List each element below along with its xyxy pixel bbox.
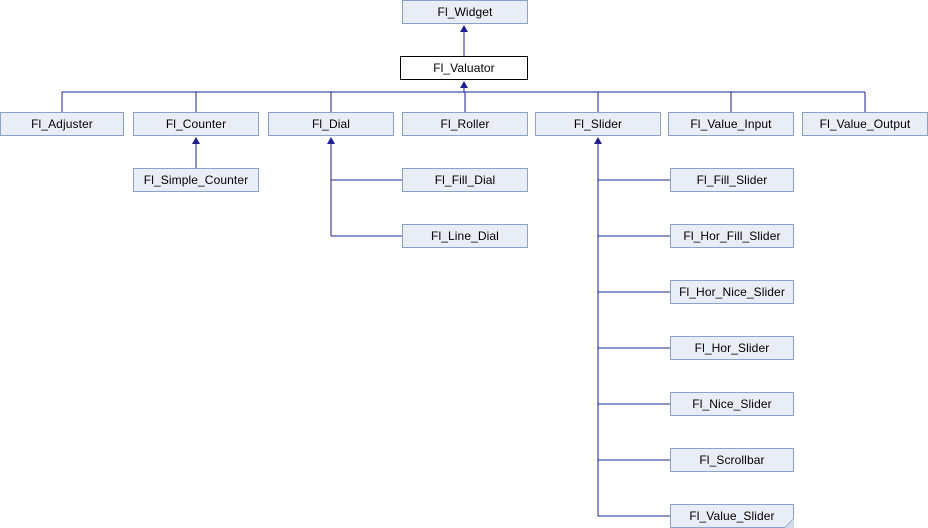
class-node-fl-hor-fill-slider[interactable]: Fl_Hor_Fill_Slider	[670, 224, 794, 248]
class-node-label: Fl_Value_Slider	[689, 509, 775, 523]
class-node-label: Fl_Simple_Counter	[143, 173, 249, 187]
class-node-label: Fl_Hor_Fill_Slider	[683, 229, 781, 243]
class-node-fl-valuator[interactable]: Fl_Valuator	[400, 56, 528, 80]
class-node-label: Fl_Hor_Nice_Slider	[679, 285, 785, 299]
class-node-fl-fill-slider[interactable]: Fl_Fill_Slider	[670, 168, 794, 192]
class-node-fl-simple-counter[interactable]: Fl_Simple_Counter	[133, 168, 259, 192]
edge-fl-counter-to-fl-simple-counter-arrowhead	[192, 137, 200, 144]
class-node-fl-adjuster[interactable]: Fl_Adjuster	[0, 112, 124, 136]
class-node-fl-fill-dial[interactable]: Fl_Fill_Dial	[402, 168, 528, 192]
class-node-label: Fl_Widget	[437, 5, 493, 19]
class-node-fl-widget[interactable]: Fl_Widget	[402, 0, 528, 24]
class-node-fl-nice-slider[interactable]: Fl_Nice_Slider	[670, 392, 794, 416]
bus-fl-dial-arrowhead	[327, 137, 335, 144]
class-node-fl-dial[interactable]: Fl_Dial	[268, 112, 394, 136]
class-node-label: Fl_Line_Dial	[431, 229, 499, 243]
class-node-label: Fl_Value_Input	[690, 117, 772, 131]
class-node-label: Fl_Dial	[311, 117, 351, 131]
class-node-label: Fl_Valuator	[433, 61, 495, 75]
bus-fl-valuator-arrowhead	[460, 81, 468, 88]
class-node-label: Fl_Scrollbar	[699, 453, 765, 467]
class-node-fl-roller[interactable]: Fl_Roller	[402, 112, 528, 136]
class-node-label: Fl_Fill_Dial	[434, 173, 496, 187]
class-node-fl-hor-slider[interactable]: Fl_Hor_Slider	[670, 336, 794, 360]
class-node-label: Fl_Fill_Slider	[696, 173, 768, 187]
class-node-fl-counter[interactable]: Fl_Counter	[133, 112, 259, 136]
class-node-fl-value-output[interactable]: Fl_Value_Output	[802, 112, 928, 136]
class-node-label: Fl_Nice_Slider	[692, 397, 772, 411]
class-node-label: Fl_Adjuster	[31, 117, 93, 131]
class-node-fl-line-dial[interactable]: Fl_Line_Dial	[402, 224, 528, 248]
class-node-fl-value-input[interactable]: Fl_Value_Input	[668, 112, 794, 136]
class-node-fl-slider[interactable]: Fl_Slider	[535, 112, 661, 136]
class-node-fl-value-slider[interactable]: Fl_Value_Slider	[670, 504, 794, 528]
class-node-label: Fl_Hor_Slider	[694, 341, 770, 355]
bus-fl-slider-arrowhead	[594, 137, 602, 144]
class-node-label: Fl_Value_Output	[819, 117, 911, 131]
class-node-label: Fl_Slider	[573, 117, 623, 131]
class-node-fl-hor-nice-slider[interactable]: Fl_Hor_Nice_Slider	[670, 280, 794, 304]
edge-fl-widget-to-fl-valuator-arrowhead	[460, 25, 468, 32]
class-node-fl-scrollbar[interactable]: Fl_Scrollbar	[670, 448, 794, 472]
class-node-label: Fl_Roller	[440, 117, 490, 131]
class-node-label: Fl_Counter	[165, 117, 227, 131]
